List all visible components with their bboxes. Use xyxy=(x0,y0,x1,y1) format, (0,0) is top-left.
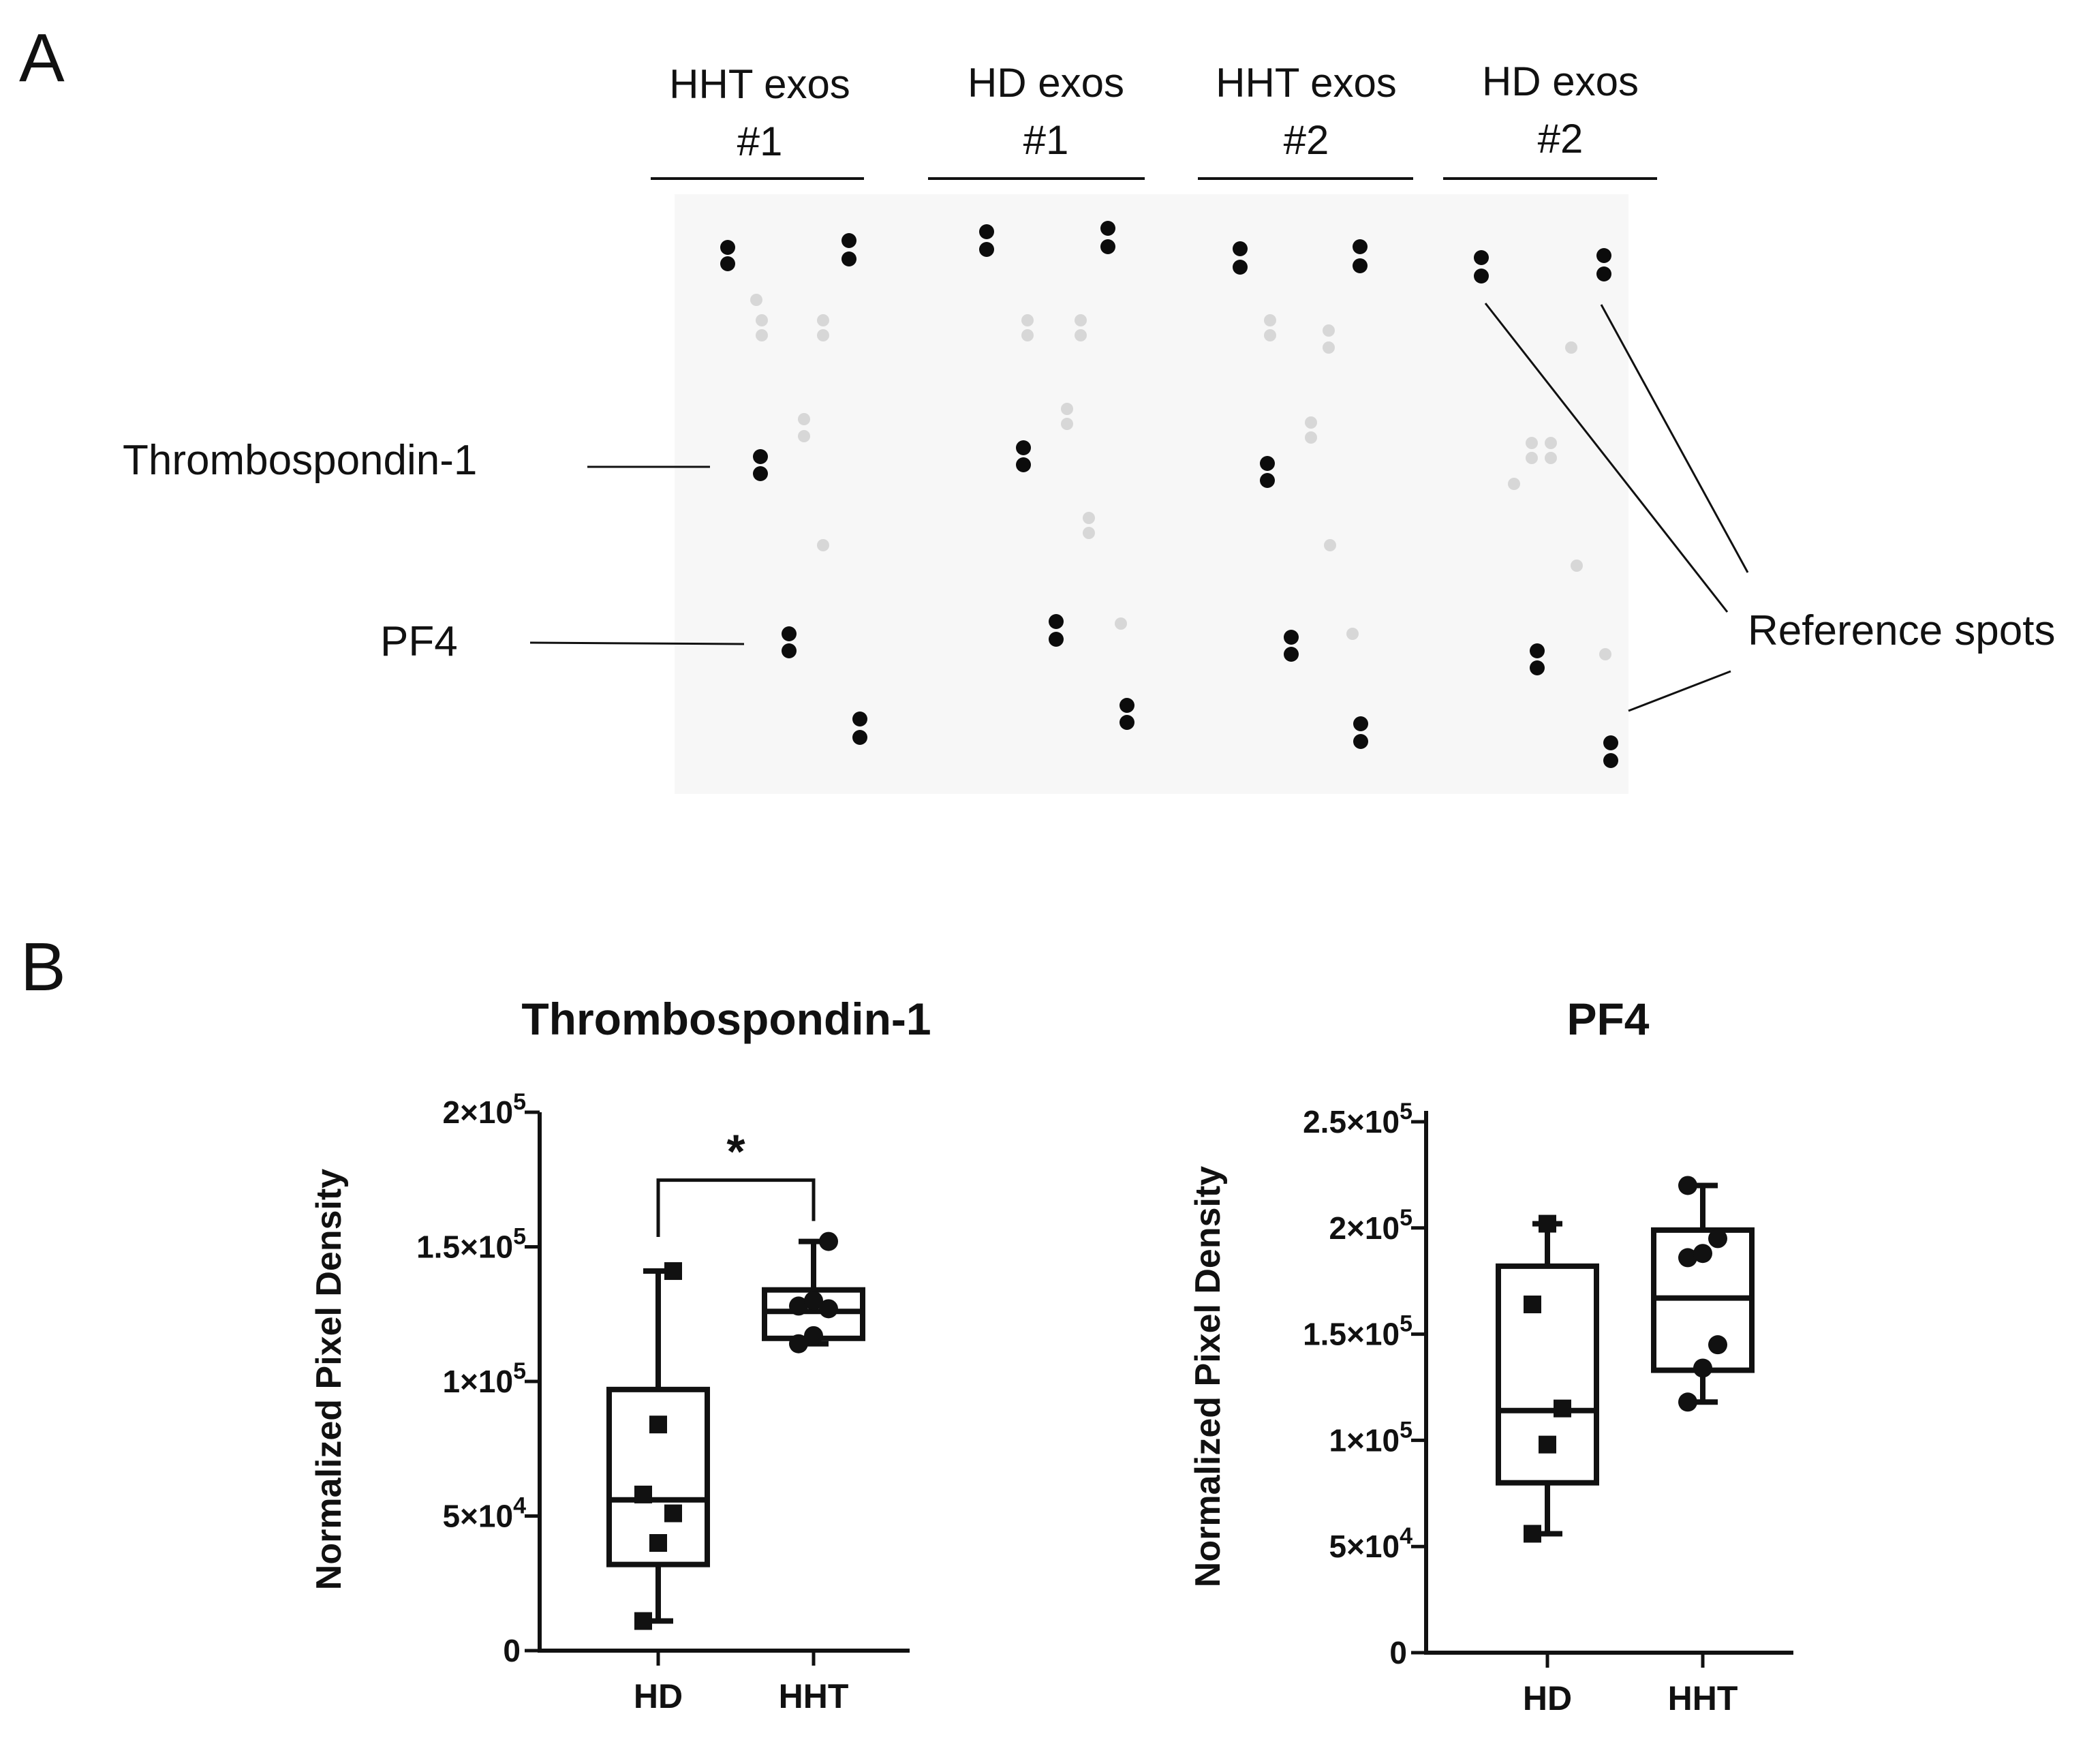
dot-blot-membrane xyxy=(675,194,1628,794)
group-label-line2: #1 xyxy=(1023,117,1069,163)
box-hd xyxy=(606,1262,710,1630)
data-point xyxy=(1524,1525,1541,1543)
data-point xyxy=(1554,1399,1571,1418)
chart-title: PF4 xyxy=(1566,994,1649,1044)
group-rule-hht-1 xyxy=(651,177,864,180)
data-point xyxy=(819,1299,838,1319)
group-label-hht-1: HHT exos #1 xyxy=(651,56,869,170)
thrombospondin-chart: Thrombospondin-1 Normalized Pixel Densit… xyxy=(309,994,931,1715)
y-tick-label: 1.5×105 xyxy=(416,1224,526,1265)
chart-title: Thrombospondin-1 xyxy=(521,994,931,1044)
group-label-hd-2: HD exos #2 xyxy=(1451,53,1669,168)
leader-line-reference-3 xyxy=(1628,670,1731,712)
data-point xyxy=(819,1231,838,1251)
data-point xyxy=(1708,1229,1727,1249)
panel-b-letter: B xyxy=(20,929,66,1005)
data-point xyxy=(1539,1214,1556,1233)
y-tick-label: 0 xyxy=(503,1633,521,1668)
y-tick-label: 0 xyxy=(1389,1635,1407,1670)
y-tick-label: 1×105 xyxy=(442,1358,526,1399)
group-label-hht-2: HHT exos #2 xyxy=(1197,55,1415,169)
pf4-chart: PF4 Normalized Pixel Density 0 5×104 1×105… xyxy=(1188,994,1793,1717)
significance-bracket xyxy=(656,1178,816,1238)
data-point xyxy=(789,1296,808,1316)
group-rule-hd-1 xyxy=(928,177,1145,180)
y-tick-label: 5×104 xyxy=(1329,1523,1412,1564)
row-label-pf4: PF4 xyxy=(380,618,458,665)
data-point xyxy=(1693,1358,1712,1378)
group-label-line2: #2 xyxy=(1537,116,1584,162)
box-iqr xyxy=(762,1287,865,1341)
box-hht xyxy=(1651,1176,1755,1412)
group-label-line1: HHT exos xyxy=(669,61,850,107)
data-point xyxy=(649,1416,667,1434)
data-point xyxy=(1539,1435,1556,1454)
x-tick-label: HHT xyxy=(779,1677,849,1715)
box-iqr xyxy=(606,1386,710,1567)
data-point xyxy=(634,1485,652,1503)
group-rule-hht-2 xyxy=(1198,177,1413,180)
group-label-hd-1: HD exos #1 xyxy=(937,55,1155,169)
box-hht xyxy=(762,1231,865,1353)
box-hd xyxy=(1496,1214,1599,1543)
data-point xyxy=(804,1326,823,1345)
data-point xyxy=(789,1334,808,1353)
y-tick-label: 5×104 xyxy=(442,1493,526,1534)
data-point xyxy=(1678,1392,1697,1412)
data-point xyxy=(634,1612,652,1630)
data-point xyxy=(664,1504,682,1523)
y-tick-label: 2.5×105 xyxy=(1303,1099,1412,1139)
reference-spots-label: Reference spots xyxy=(1748,607,2056,654)
group-label-line1: HD exos xyxy=(1481,59,1639,104)
y-tick-label: 1.5×105 xyxy=(1303,1311,1412,1352)
group-rule-hd-2 xyxy=(1443,177,1657,180)
y-axis-label: Normalized Pixel Density xyxy=(1188,1166,1228,1588)
data-point xyxy=(649,1534,667,1552)
x-tick-label: HHT xyxy=(1668,1679,1738,1717)
panel-a-letter: A xyxy=(19,20,65,96)
significance-label: * xyxy=(726,1125,745,1178)
group-label-line2: #2 xyxy=(1283,117,1329,163)
group-label-line1: HD exos xyxy=(967,60,1125,106)
data-point xyxy=(1678,1248,1697,1268)
data-point xyxy=(804,1291,823,1311)
x-tick-label: HD xyxy=(1523,1679,1572,1717)
group-label-line1: HHT exos xyxy=(1216,60,1397,106)
box-iqr xyxy=(1496,1263,1599,1486)
data-point xyxy=(1708,1335,1727,1355)
row-label-thrombospondin: Thrombospondin-1 xyxy=(123,437,478,484)
data-point xyxy=(1524,1295,1541,1313)
data-point xyxy=(1678,1176,1697,1195)
data-point xyxy=(664,1262,682,1281)
box-iqr xyxy=(1651,1227,1755,1373)
group-label-line2: #1 xyxy=(737,119,783,164)
y-axis-label: Normalized Pixel Density xyxy=(309,1169,349,1591)
x-tick-label: HD xyxy=(634,1677,683,1715)
data-point xyxy=(1693,1244,1712,1264)
y-tick-label: 2×105 xyxy=(1329,1205,1412,1246)
y-tick-label: 1×105 xyxy=(1329,1417,1412,1458)
y-tick-label: 2×105 xyxy=(442,1089,526,1130)
